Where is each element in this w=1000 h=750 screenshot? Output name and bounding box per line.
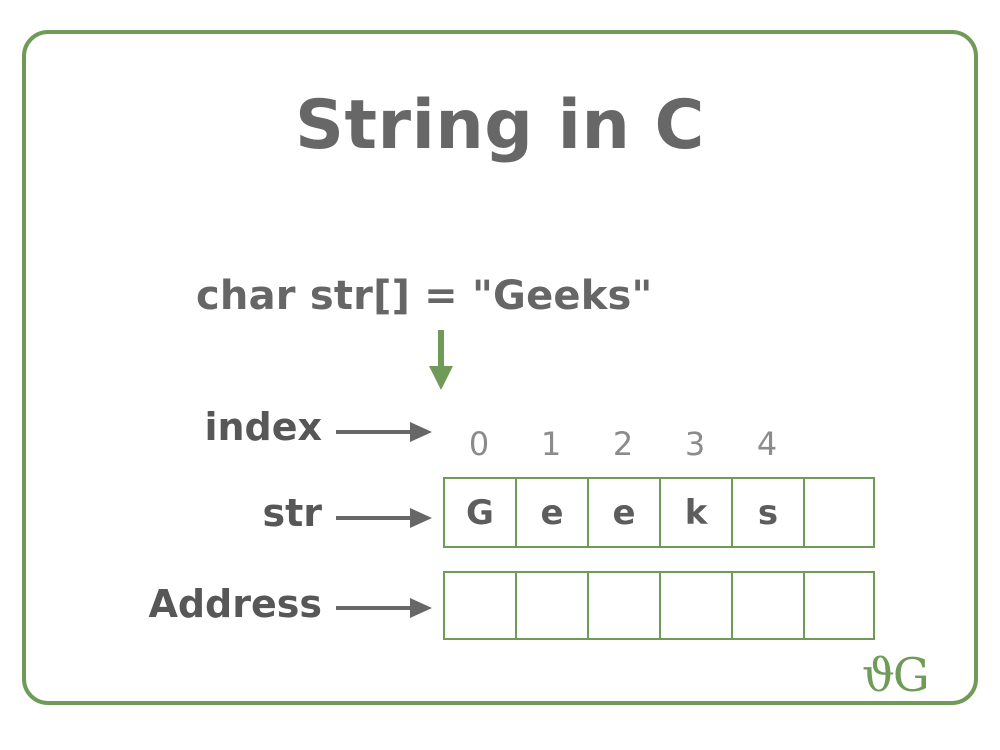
- index-number-row: 0 1 2 3 4: [443, 428, 803, 460]
- str-cell: e: [587, 477, 659, 548]
- index-number: 2: [612, 425, 634, 463]
- str-cell: [803, 477, 875, 548]
- label-address: Address: [148, 582, 322, 626]
- address-cell: [803, 571, 875, 640]
- address-cell: [731, 571, 803, 640]
- address-cell: [443, 571, 515, 640]
- page-title: String in C: [295, 86, 705, 165]
- str-cell: s: [731, 477, 803, 548]
- index-number: 1: [540, 425, 562, 463]
- label-str: str: [262, 491, 322, 535]
- address-array-row: [443, 571, 875, 640]
- address-cell: [515, 571, 587, 640]
- str-cell: G: [443, 477, 515, 548]
- geeksforgeeks-logo: ϑG: [862, 648, 930, 702]
- address-cell: [659, 571, 731, 640]
- arrow-right-icon-index: [336, 419, 434, 445]
- outer-frame-border: [22, 30, 978, 705]
- index-number: 4: [756, 425, 778, 463]
- str-array-row: G e e k s: [443, 477, 875, 548]
- code-declaration: char str[] = "Geeks": [196, 273, 653, 319]
- label-index: index: [204, 405, 322, 449]
- index-number: 3: [684, 425, 706, 463]
- arrow-right-icon-address: [336, 595, 434, 621]
- str-cell: e: [515, 477, 587, 548]
- address-cell: [587, 571, 659, 640]
- str-cell: k: [659, 477, 731, 548]
- arrow-right-icon-str: [336, 505, 434, 531]
- down-arrow-icon: [421, 330, 461, 392]
- index-number: 0: [468, 425, 490, 463]
